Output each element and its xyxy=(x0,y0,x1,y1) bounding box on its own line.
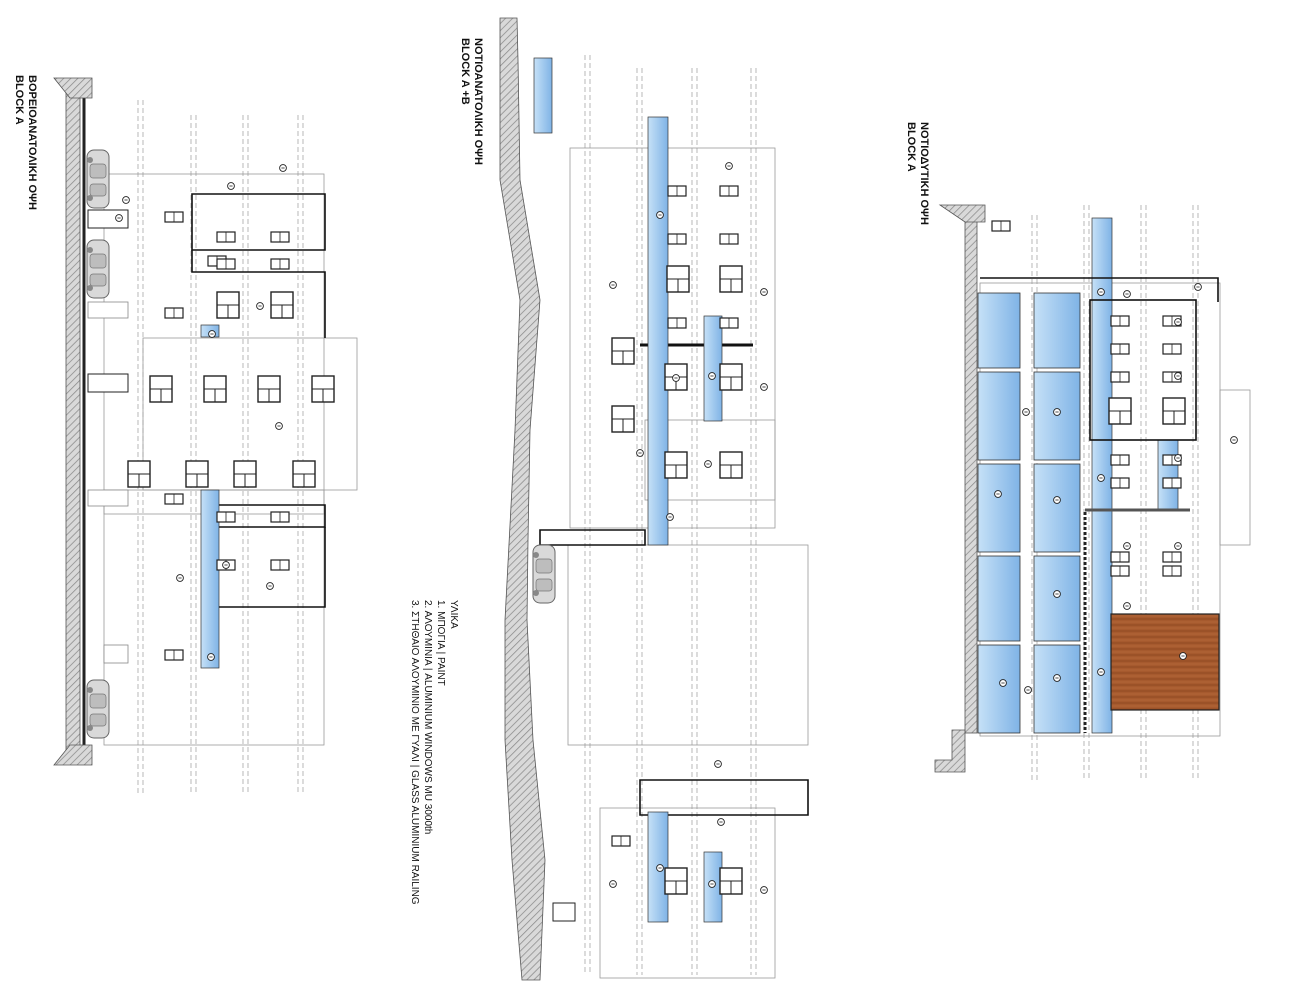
terrain-section-1 xyxy=(65,81,81,763)
elevation-2-title-line2: BLOCK A +B xyxy=(459,38,471,105)
car-icon xyxy=(532,544,556,604)
elevation-1-title-line1: ΒΟΡΕΙΟΑΝΑΤΟΛΙΚΗ ΟΨΗ xyxy=(26,75,38,210)
windows-3 xyxy=(991,220,1186,577)
timber-cladding-panel xyxy=(1110,613,1220,711)
elevation-3-southwest xyxy=(934,204,1251,780)
elevation-1-northeast xyxy=(53,77,358,795)
level-lines-2 xyxy=(584,55,757,975)
glass-railing-1 xyxy=(200,489,220,669)
level-lines-1 xyxy=(137,100,304,795)
car-icon xyxy=(86,239,110,299)
legend-heading: ΥΛΙΚΑ xyxy=(448,600,459,629)
car-icon xyxy=(86,679,110,739)
materials-legend: ΥΛΙΚΑ 1. ΜΠΟΓΙΑ | PAINT 2. ΑΛΟΥΜΙΝΙΑ | A… xyxy=(408,600,460,905)
legend-item-aluminium-windows: 2. ΑΛΟΥΜΙΝΙΑ | ALUMINIUM WINDOWS MU 3000… xyxy=(422,600,433,835)
terrain-section-3 xyxy=(964,217,978,734)
car-icon xyxy=(86,149,110,209)
elevation-3-title: ΝΟΤΙΟΔΥΤΙΚΗ ΟΨΗ BLOCK A xyxy=(904,122,930,225)
elevation-1-title-line2: BLOCK A xyxy=(13,75,25,125)
elevation-2-title: ΝΟΤΙΟΑΝΑΤΟΛΙΚΗ ΟΨΗ BLOCK A +B xyxy=(458,38,484,165)
elevation-2-southeast xyxy=(499,17,809,981)
elevation-3-title-line2: BLOCK A xyxy=(905,122,917,172)
elevation-1-title: ΒΟΡΕΙΟΑΝΑΤΟΛΙΚΗ ΟΨΗ BLOCK A xyxy=(12,75,38,210)
glass-railing-2 xyxy=(647,116,669,546)
legend-item-paint: 1. ΜΠΟΓΙΑ | PAINT xyxy=(435,600,446,686)
windows-2 xyxy=(552,185,743,922)
legend-item-glass-railing: 3. ΣΤΗΘΑΙΟ ΑΛΟΥΜΙΝΙΟ ΜΕ ΓΥΑΛΙ | GLASS AL… xyxy=(409,600,420,905)
elevation-2-title-line1: ΝΟΤΙΟΑΝΑΤΟΛΙΚΗ ΟΨΗ xyxy=(472,38,484,165)
terrain-section-2 xyxy=(499,17,546,981)
elevation-3-title-line1: ΝΟΤΙΟΔΥΤΙΚΗ ΟΨΗ xyxy=(918,122,930,225)
